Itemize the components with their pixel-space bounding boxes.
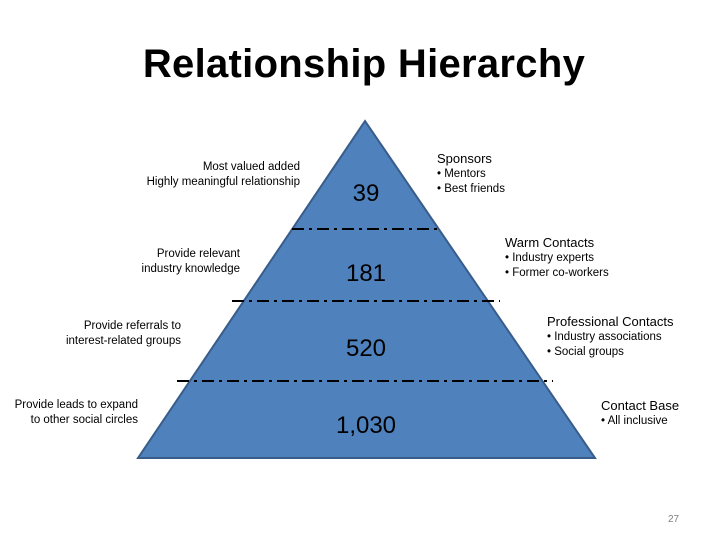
tier-label-warm-contacts: Warm Contacts • Industry experts • Forme… [505,235,609,281]
tier-count-warm-contacts: 181 [345,260,387,287]
list-item: • Former co-workers [505,267,609,279]
tier-label-sponsors: Sponsors • Mentors • Best friends [437,151,505,197]
list-item: • All inclusive [601,415,668,427]
pyramid-shape [136,119,597,459]
tier-label-professional-contacts: Professional Contacts • Industry associa… [547,314,673,360]
tier-title: Warm Contacts [505,235,595,250]
list-item: • Mentors [437,168,486,180]
tier-note-sponsors: Most valued added Highly meaningful rela… [146,161,300,188]
tier-label-contact-base: Contact Base • All inclusive [601,398,679,429]
tier-note-warm-contacts: Provide relevant industry knowledge [141,248,240,275]
list-item: • Social groups [547,346,624,358]
tier-note-professional-contacts: Provide referrals to interest-related gr… [65,320,181,347]
tier-title: Contact Base [601,398,680,413]
tier-count-contact-base: 1,030 [335,412,397,439]
list-item: • Industry associations [547,331,662,343]
page-number: 27 [668,514,680,525]
page-title: Relationship Hierarchy [142,42,586,86]
list-item: • Best friends [437,183,505,195]
tier-note-contact-base: Provide leads to expand to other social … [14,399,138,426]
list-item: • Industry experts [505,252,595,264]
tier-title: Professional Contacts [547,314,674,329]
tier-count-professional-contacts: 520 [345,335,387,362]
tier-count-sponsors: 39 [352,180,380,207]
tier-title: Sponsors [437,151,492,166]
